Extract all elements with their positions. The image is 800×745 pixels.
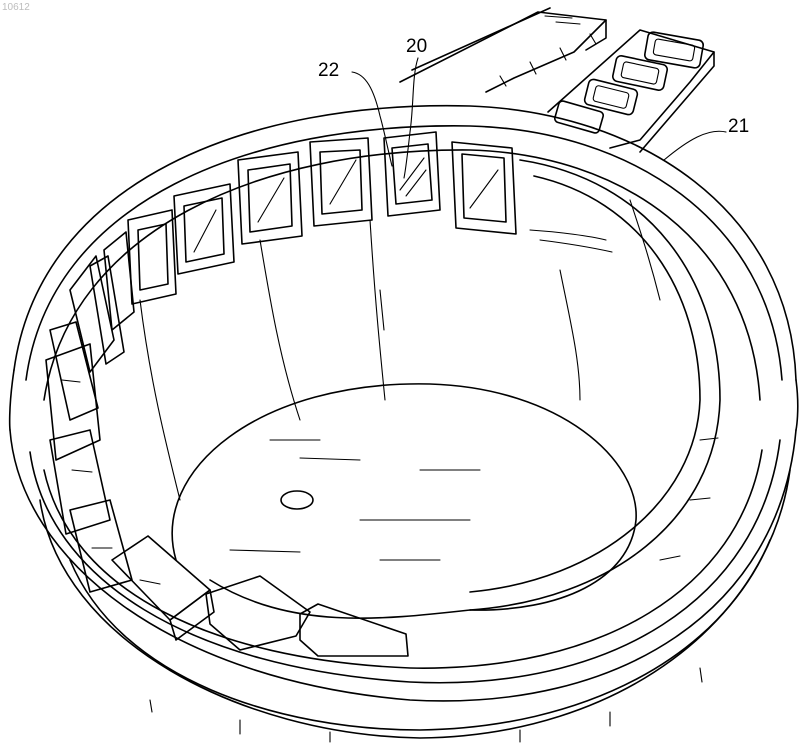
inner-wall-lines <box>140 200 660 500</box>
lower-part-row <box>46 322 408 656</box>
label-21: 21 <box>728 116 749 137</box>
feed-track-rear <box>400 8 606 92</box>
upper-part-row <box>70 132 516 372</box>
corner-number: 10612 <box>2 2 30 13</box>
leader-21 <box>664 131 726 160</box>
feed-track-parts <box>548 30 714 152</box>
label-20: 20 <box>406 36 427 57</box>
bowl-floor <box>172 384 636 610</box>
bowl-rims <box>10 106 798 701</box>
leader-22 <box>352 72 392 166</box>
label-22: 22 <box>318 60 339 81</box>
floor-hole <box>281 491 313 509</box>
